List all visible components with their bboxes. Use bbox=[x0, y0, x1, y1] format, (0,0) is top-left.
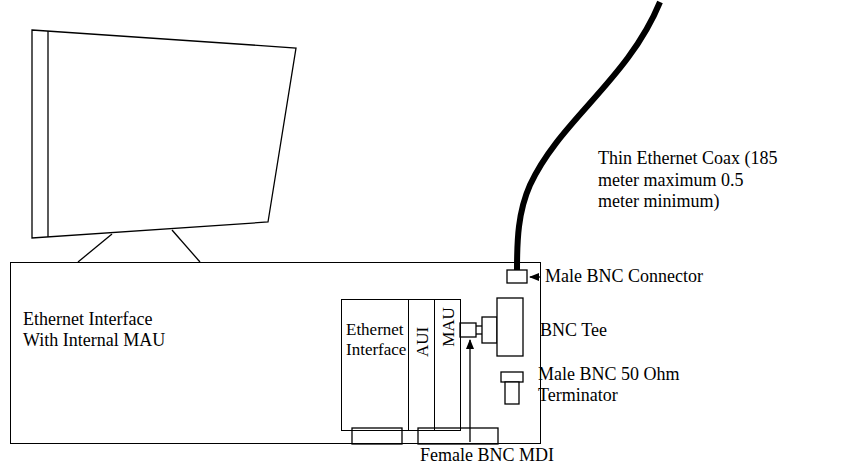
part-label: Female BNC MDI bbox=[420, 446, 554, 464]
monitor bbox=[32, 30, 296, 262]
interface-board-box: Ethernet Interface AUI MAU bbox=[341, 299, 461, 431]
node-label: MAU bbox=[439, 307, 456, 347]
host-computer-box: Ethernet Interface With Internal MAU Ethe… bbox=[10, 262, 541, 444]
leader-arrow bbox=[469, 340, 470, 442]
cable-spec-label: Thin Ethernet Coax (185 meter maximum 0.… bbox=[598, 148, 778, 213]
leader-arrow bbox=[530, 276, 541, 277]
node-label: Ethernet Interface With Internal MAU bbox=[23, 309, 183, 350]
mau-section: MAU bbox=[434, 299, 460, 431]
node-label: AUI bbox=[413, 327, 430, 357]
part-label: Male BNC Connector bbox=[545, 266, 703, 287]
aui-section: AUI bbox=[408, 299, 434, 431]
coax-cable bbox=[517, 2, 660, 270]
node-label: Ethernet Interface bbox=[346, 320, 408, 359]
part-label: BNC Tee bbox=[540, 320, 607, 341]
part-label: Male BNC 50 Ohm Terminator bbox=[538, 364, 688, 405]
